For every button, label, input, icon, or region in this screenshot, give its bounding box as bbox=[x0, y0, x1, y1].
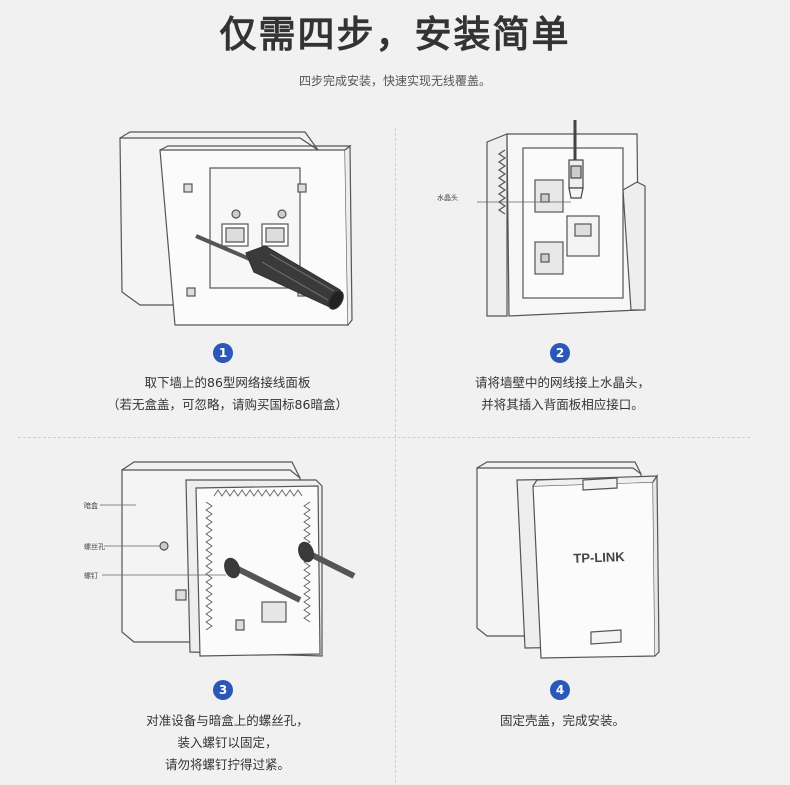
step-4-panel: TP-LINK 4 固定壳盖，完成安装。 bbox=[395, 442, 790, 785]
step-4-illustration bbox=[476, 461, 660, 659]
step-2-caption-line-2: 并将其插入背面板相应接口。 bbox=[481, 397, 644, 412]
step-2-caption-line-1: 请将墙壁中的网线接上水晶头， bbox=[474, 375, 650, 390]
step-1-illustration bbox=[119, 131, 353, 326]
step-3-callout-screw: 螺钉 bbox=[84, 572, 98, 580]
step-3-panel: 暗盒 螺丝孔 螺钉 3 对准设备与暗盒上的螺丝孔， 装入螺钉以固定， 请勿将螺钉… bbox=[0, 442, 395, 785]
vertical-divider bbox=[395, 128, 396, 783]
step-3-callout-box: 暗盒 bbox=[84, 502, 98, 510]
page-title: 仅需四步，安装简单 bbox=[219, 13, 571, 56]
step-3-caption-line-1: 对准设备与暗盒上的螺丝孔， bbox=[146, 713, 309, 728]
step-1-panel: 1 取下墙上的86型网络接线面板 （若无盒盖，可忽略，请购买国标86暗盒） bbox=[0, 120, 395, 430]
step-1-caption: 取下墙上的86型网络接线面板 （若无盒盖，可忽略，请购买国标86暗盒） bbox=[60, 372, 395, 416]
step-2-callout-connector: 水晶头 bbox=[437, 194, 458, 202]
step-1-caption-line-1: 取下墙上的86型网络接线面板 bbox=[144, 375, 311, 390]
step-3-badge: 3 bbox=[213, 680, 233, 700]
step-2-caption: 请将墙壁中的网线接上水晶头， 并将其插入背面板相应接口。 bbox=[395, 372, 730, 416]
step-2-badge: 2 bbox=[550, 343, 570, 363]
step-3-caption-line-3: 请勿将螺钉拧得过紧。 bbox=[164, 757, 290, 772]
step-3-callout-screw-hole: 螺丝孔 bbox=[84, 543, 105, 551]
brand-logo: TP-LINK bbox=[573, 549, 625, 566]
step-4-caption-line-1: 固定壳盖，完成安装。 bbox=[499, 713, 625, 728]
step-1-badge: 1 bbox=[213, 343, 233, 363]
step-3-caption: 对准设备与暗盒上的螺丝孔， 装入螺钉以固定， 请勿将螺钉拧得过紧。 bbox=[60, 710, 395, 776]
step-3-caption-line-2: 装入螺钉以固定， bbox=[177, 735, 278, 750]
page-subtitle: 四步完成安装，快速实现无线覆盖。 bbox=[298, 74, 491, 88]
step-2-panel: 水晶头 2 请将墙壁中的网线接上水晶头， 并将其插入背面板相应接口。 bbox=[395, 120, 790, 430]
step-3-illustration bbox=[100, 461, 356, 657]
horizontal-divider bbox=[18, 437, 750, 438]
step-4-badge: 4 bbox=[550, 680, 570, 700]
step-2-illustration bbox=[477, 120, 646, 317]
step-4-caption: 固定壳盖，完成安装。 bbox=[395, 710, 730, 732]
step-1-caption-line-2: （若无盒盖，可忽略，请购买国标86暗盒） bbox=[107, 397, 348, 412]
